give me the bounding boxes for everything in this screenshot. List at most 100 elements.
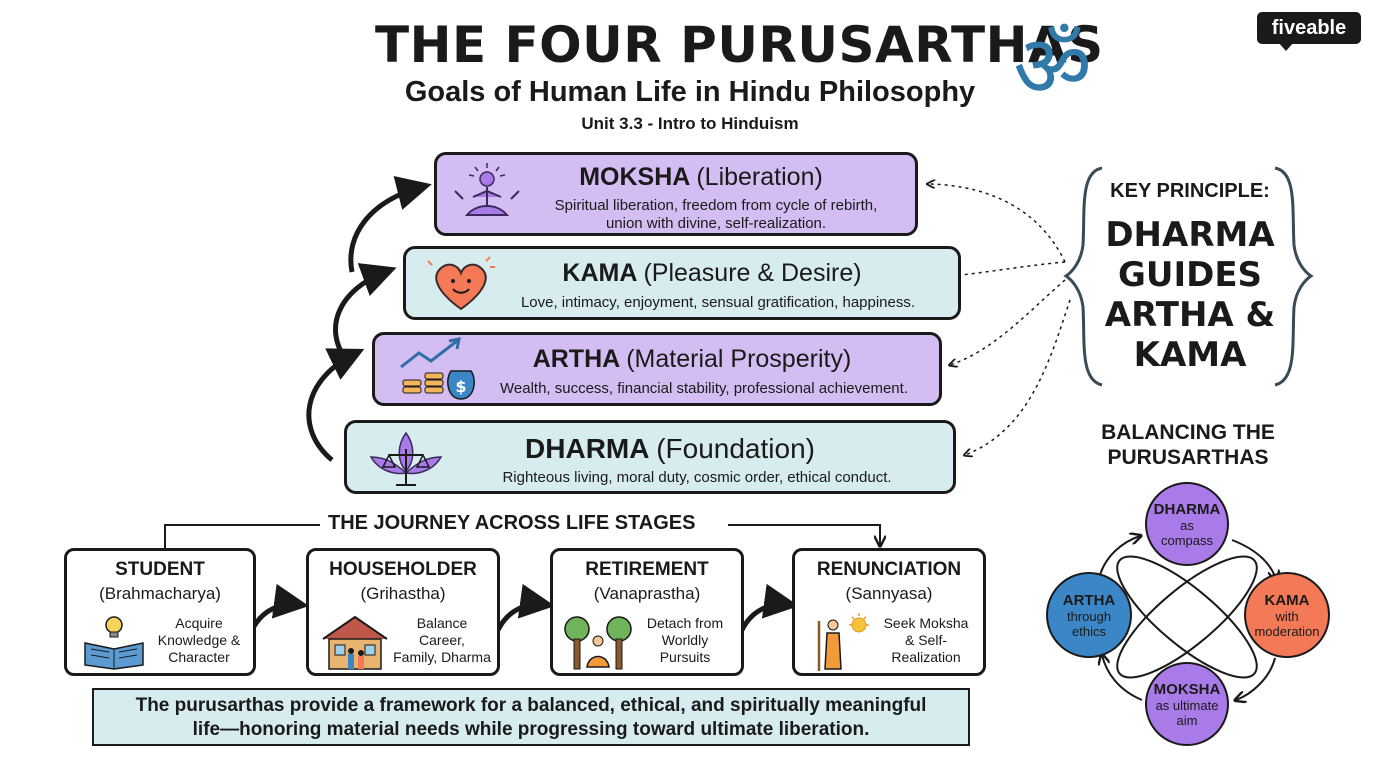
logo-speech-tail [1278,42,1294,51]
goal-dharma: DHARMA (Foundation) Righteous living, mo… [344,420,956,494]
stage-subtitle: (Brahmacharya) [99,584,221,603]
goal-artha: ARTHA (Material Prosperity) Wealth, succ… [372,332,942,406]
stage-description: Detach from [646,615,724,631]
stage-description: Seek Moksha [883,615,969,631]
cycle-arrow-2 [1236,657,1276,700]
node-text: as [1180,517,1194,533]
goal-paren: (Foundation) [656,433,815,464]
key-principle-line: GUIDES [1117,255,1263,295]
stage-description: Pursuits [659,649,711,665]
summary-text: The purusarthas provide a framework for … [135,695,927,716]
summary-text: life—honoring material needs while progr… [192,719,870,740]
stage-arrow-2 [495,583,555,632]
stage-renunciation: RENUNCIATION (Sannyasa) Seek Moksha & Se… [792,548,986,676]
stage-subtitle: (Sannyasa) [845,584,933,603]
left-brace [1063,166,1103,387]
svg-text:$: $ [455,377,466,396]
stage-description: Knowledge & [157,632,241,648]
goal-name: KAMA [562,259,637,287]
goal-description: Love, intimacy, enjoyment, sensual grati… [520,294,916,311]
stage-description: Realization [891,649,961,665]
balance-node-moksha: MOKSHA as ultimate aim [1145,662,1229,746]
journey-title: THE JOURNEY ACROSS LIFE STAGES [322,512,702,535]
goal-description: Spiritual liberation, freedom from cycle… [554,197,878,214]
goal-description: Wealth, success, financial stability, pr… [500,380,908,397]
balancing-title: BALANCING THE PURUSARTHAS [1080,420,1296,470]
stage-arrow-1 [249,583,309,632]
house-family-icon [322,615,388,670]
stage-description: Acquire [175,615,223,631]
ascent-arrow-3 [348,175,432,273]
node-text: moderation [1254,623,1320,639]
ascent-arrow-1 [306,348,365,462]
cycle-arrow-4 [1099,536,1140,576]
summary-box: The purusarthas provide a framework for … [92,688,970,746]
goal-description: Righteous living, moral duty, cosmic ord… [502,469,892,486]
ascent-arrow-2 [333,263,397,360]
orbit-ellipse-2 [1116,555,1258,679]
goal-name: MOKSHA [579,163,690,191]
stage-description: Character [168,649,230,665]
stage-description: Balance [416,615,468,631]
node-name: KAMA [1264,591,1310,609]
node-name: DHARMA [1153,500,1221,518]
node-text: through [1066,608,1112,624]
heart-icon [427,256,495,311]
stage-description: Family, Dharma [393,649,491,665]
orbit-ellipse-1 [1116,555,1258,679]
node-text: with [1275,608,1299,624]
node-name: ARTHA [1062,591,1116,609]
fiveable-logo[interactable]: fiveable [1257,12,1361,44]
goal-paren: (Material Prosperity) [626,345,852,373]
right-brace [1274,166,1314,387]
goal-paren: (Pleasure & Desire) [643,259,862,287]
node-name: MOKSHA [1153,680,1221,698]
stage-name: STUDENT [115,559,205,580]
key-principle-line: DHARMA [1105,215,1275,255]
balancing-title-line: PURUSARTHAS [1107,446,1269,469]
stage-description: & Self- [904,632,947,648]
balance-node-artha: ARTHA through ethics [1046,572,1132,658]
stage-name: RENUNCIATION [816,559,962,580]
stage-householder: HOUSEHOLDER (Grihastha) Balance Career, … [306,548,500,676]
stage-student: STUDENT (Brahmacharya) Acquire Knowledge… [64,548,256,676]
stage-subtitle: (Grihastha) [360,584,446,603]
forest-meditation-icon [564,616,632,670]
journey-bracket [164,524,320,548]
goal-moksha: MOKSHA (Liberation) Spiritual liberation… [434,152,918,236]
node-text: ethics [1072,623,1106,639]
dashed-link-dharma [965,299,1071,455]
key-principle-line: ARTHA & [1104,295,1276,335]
key-principle: KEY PRINCIPLE: DHARMA GUIDES ARTHA & KAM… [1098,180,1282,375]
meditating-figure-icon [454,163,520,216]
node-text: compass [1160,532,1214,548]
money-growth-icon: $ [400,337,475,400]
stage-description: Worldly [661,632,709,648]
balancing-title-line: BALANCING THE [1101,421,1275,444]
om-symbol-icon: ॐ [1013,17,1092,117]
node-text: aim [1176,712,1198,728]
key-principle-line: KAMA [1133,335,1247,375]
lotus-scales-icon [369,431,443,486]
goal-kama: KAMA (Pleasure & Desire) Love, intimacy,… [403,246,961,320]
dashed-link-kama [952,261,1066,276]
ascetic-sun-icon [817,613,869,671]
dashed-link-artha [950,279,1066,365]
key-principle-label: KEY PRINCIPLE: [1110,180,1270,202]
stage-subtitle: (Vanaprastha) [593,584,701,603]
stage-name: RETIREMENT [585,559,709,580]
node-text: as ultimate [1155,697,1219,713]
cycle-arrow-3 [1102,655,1143,701]
book-lightbulb-icon [84,616,144,670]
balance-node-dharma: DHARMA as compass [1145,482,1229,566]
goal-name: ARTHA [532,345,620,373]
goal-name: DHARMA [525,433,649,464]
goal-paren: (Liberation) [696,163,823,191]
balance-node-kama: KAMA with moderation [1244,572,1330,658]
stage-arrow-3 [739,583,799,632]
stage-retirement: RETIREMENT (Vanaprastha) Detach from Wor… [550,548,744,676]
goal-description: union with divine, self-realization. [605,215,827,232]
stage-name: HOUSEHOLDER [329,559,477,580]
journey-bracket-end [728,524,880,545]
stage-description: Career, [419,632,465,648]
